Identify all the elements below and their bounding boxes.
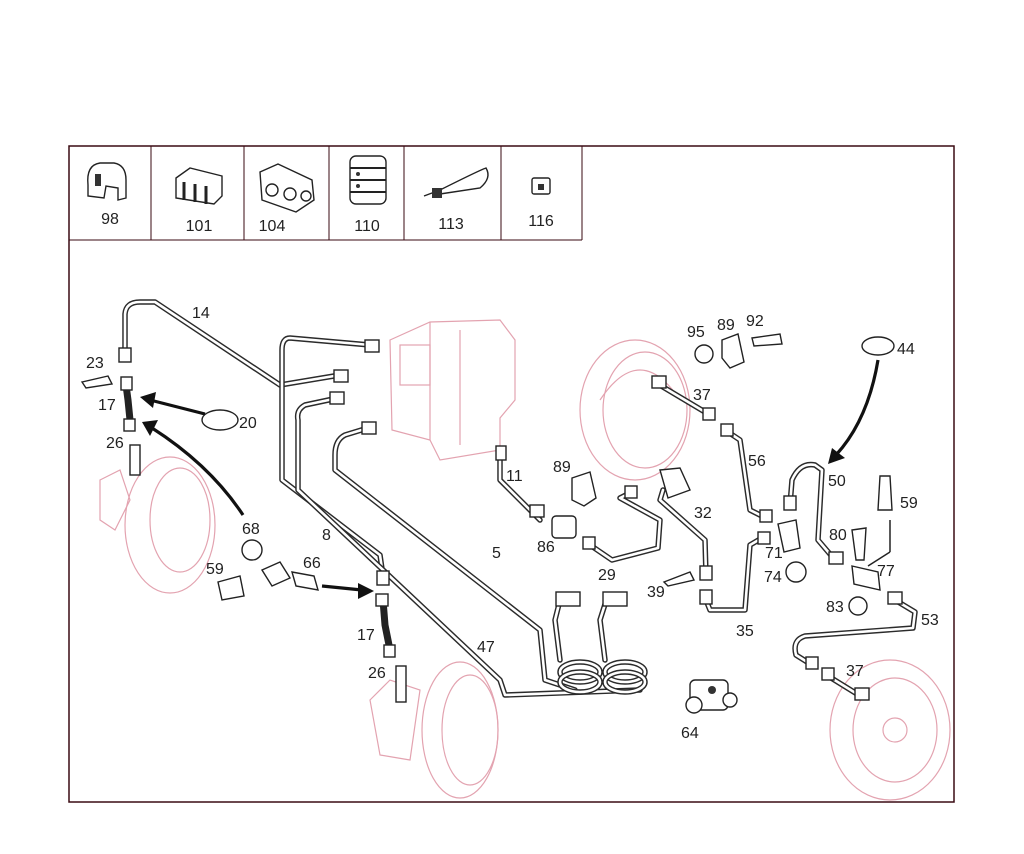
rear-right-brake-ghost (829, 659, 951, 801)
label-37b: 37 (846, 663, 864, 680)
fitting-77 (851, 565, 881, 591)
tee-fitting (260, 561, 292, 587)
label-53: 53 (921, 612, 939, 629)
legend-label-116: 116 (528, 213, 554, 230)
tee-71 (777, 519, 801, 553)
label-83: 83 (826, 599, 844, 616)
nut-95 (694, 344, 714, 364)
legend-label-110: 110 (354, 218, 380, 235)
front-right-brake-ghost (579, 339, 691, 481)
label-64: 64 (681, 725, 699, 742)
label-59a: 59 (206, 561, 224, 578)
legend-header: 98 101 104 110 (69, 146, 583, 241)
nut-74 (785, 561, 807, 583)
front-left-brake-ghost (99, 456, 216, 594)
nut-68 (241, 539, 263, 561)
part-labels: 14 23 17 20 26 68 8 59 66 17 26 47 5 11 … (86, 305, 939, 742)
clip-89a (571, 471, 597, 507)
cable-tie-113-icon (423, 167, 489, 198)
label-26b: 26 (368, 665, 386, 682)
nut-83 (848, 596, 868, 616)
callout-arrows (140, 359, 880, 599)
label-37a: 37 (693, 387, 711, 404)
label-29: 29 (598, 567, 616, 584)
label-89b: 89 (717, 317, 735, 334)
grommet-44 (861, 336, 895, 356)
label-26a: 26 (106, 435, 124, 452)
rear-left-brake-ghost (369, 661, 499, 799)
clip-89b (721, 333, 745, 369)
bolt-92 (751, 333, 783, 347)
label-92: 92 (746, 313, 764, 330)
bolt-66 (291, 571, 319, 591)
label-59b: 59 (900, 495, 918, 512)
legend-label-98: 98 (101, 211, 119, 228)
brake-pipes (122, 299, 918, 700)
valve-64 (685, 679, 738, 714)
label-77: 77 (877, 563, 895, 580)
label-5: 5 (492, 545, 501, 562)
legend-label-113: 113 (438, 216, 464, 233)
label-23: 23 (86, 355, 104, 372)
bolt-80 (851, 527, 867, 561)
label-71: 71 (765, 545, 783, 562)
clip-104-icon (259, 163, 315, 213)
label-47: 47 (477, 639, 495, 656)
label-17b: 17 (357, 627, 375, 644)
grommet-20 (201, 409, 239, 431)
label-66: 66 (303, 555, 321, 572)
label-74: 74 (764, 569, 782, 586)
background-components (99, 319, 951, 801)
clip-32 (659, 467, 691, 499)
label-95: 95 (687, 324, 705, 341)
clip-110-icon (349, 155, 387, 205)
label-86: 86 (537, 539, 555, 556)
bolt-59a (217, 575, 245, 601)
fittings (80, 333, 903, 714)
clip-23 (80, 375, 114, 389)
label-8: 8 (322, 527, 331, 544)
hydraulic-unit-ghost (389, 319, 516, 461)
label-14: 14 (192, 305, 210, 322)
label-44: 44 (897, 341, 915, 358)
label-50: 50 (828, 473, 846, 490)
legend-label-104: 104 (259, 218, 286, 235)
label-68: 68 (242, 521, 260, 538)
label-56: 56 (748, 453, 766, 470)
label-80: 80 (829, 527, 847, 544)
label-32: 32 (694, 505, 712, 522)
sensor-59b (877, 475, 893, 511)
clip-101-icon (175, 167, 223, 205)
label-11: 11 (506, 468, 523, 485)
clip-116-icon (531, 177, 551, 195)
clip-39 (662, 571, 696, 587)
label-20: 20 (239, 415, 257, 432)
diagram-frame (68, 145, 955, 803)
label-17a: 17 (98, 397, 116, 414)
clip-98-icon (87, 162, 127, 201)
label-89a: 89 (553, 459, 571, 476)
legend-label-101: 101 (186, 218, 213, 235)
label-39: 39 (647, 584, 665, 601)
label-35: 35 (736, 623, 754, 640)
